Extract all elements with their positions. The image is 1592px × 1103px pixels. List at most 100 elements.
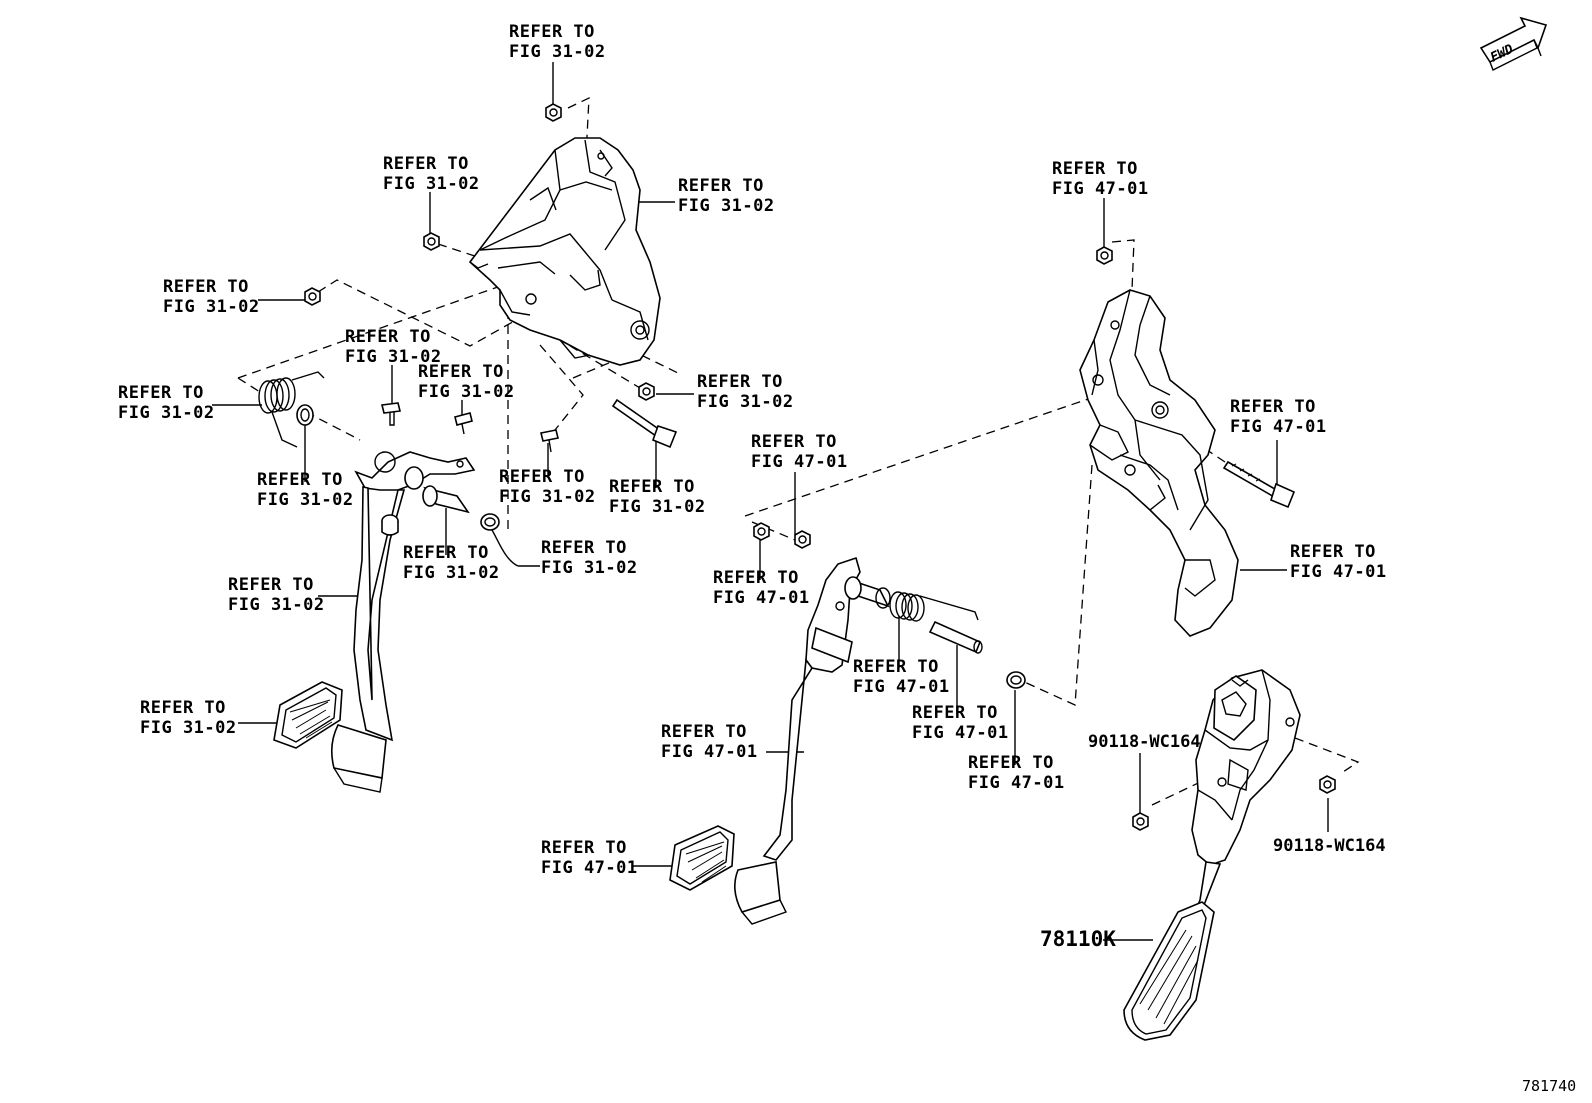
long-bolt-right xyxy=(1222,460,1296,509)
assist-spring xyxy=(889,591,979,622)
pedal-stop-collar xyxy=(381,514,399,536)
svg-text:REFER TO: REFER TO xyxy=(697,372,783,392)
pedal-bracket-top xyxy=(468,137,661,366)
svg-text:FIG 31-02: FIG 31-02 xyxy=(678,196,775,216)
svg-text:REFER TO: REFER TO xyxy=(678,176,764,196)
svg-text:REFER TO: REFER TO xyxy=(541,538,627,558)
svg-text:FIG 31-02: FIG 31-02 xyxy=(163,297,260,317)
brake-pedal-pad xyxy=(273,681,343,749)
svg-text:FIG 31-02: FIG 31-02 xyxy=(697,392,794,412)
svg-text:REFER TO: REFER TO xyxy=(968,753,1054,773)
svg-text:REFER TO: REFER TO xyxy=(383,154,469,174)
clip-pin xyxy=(381,402,401,426)
clutch-pedal-pad xyxy=(669,825,735,891)
clutch-pin xyxy=(928,620,983,654)
svg-text:REFER TO: REFER TO xyxy=(1052,159,1138,179)
svg-text:FIG 31-02: FIG 31-02 xyxy=(403,563,500,583)
svg-text:FIG 47-01: FIG 47-01 xyxy=(713,588,810,608)
bushing-ring xyxy=(296,404,314,426)
svg-text:REFER TO: REFER TO xyxy=(541,838,627,858)
assembly-dashed-lines xyxy=(237,96,1360,806)
svg-text:REFER TO: REFER TO xyxy=(713,568,799,588)
svg-text:REFER TO: REFER TO xyxy=(912,703,998,723)
nut-upper-left xyxy=(423,232,440,251)
leader-lines xyxy=(212,62,1329,941)
bushing-small xyxy=(480,513,500,531)
svg-text:REFER TO: REFER TO xyxy=(228,575,314,595)
nut-accel-left xyxy=(1132,812,1149,831)
svg-text:FIG 31-02: FIG 31-02 xyxy=(345,347,442,367)
svg-text:REFER TO: REFER TO xyxy=(418,362,504,382)
svg-text:REFER TO: REFER TO xyxy=(609,477,695,497)
svg-text:REFER TO: REFER TO xyxy=(499,467,585,487)
fwd-arrow-icon: FWD xyxy=(1479,16,1548,71)
svg-text:FIG 47-01: FIG 47-01 xyxy=(1052,179,1149,199)
clutch-pedal-arm xyxy=(734,556,861,925)
svg-text:FIG 31-02: FIG 31-02 xyxy=(257,490,354,510)
svg-text:REFER TO: REFER TO xyxy=(140,698,226,718)
nut-right-bracket xyxy=(638,382,655,401)
nut-center-b xyxy=(794,530,811,549)
svg-text:REFER TO: REFER TO xyxy=(257,470,343,490)
svg-text:REFER TO: REFER TO xyxy=(751,432,837,452)
part-number-nut-left: 90118-WC164 xyxy=(1088,732,1201,752)
bushing-center xyxy=(1006,671,1026,689)
part-number-nut-right: 90118-WC164 xyxy=(1273,836,1386,856)
stopper-bolt xyxy=(540,429,559,453)
nut-accel-right xyxy=(1319,775,1336,794)
nut-top xyxy=(545,103,562,122)
svg-text:REFER TO: REFER TO xyxy=(661,722,747,742)
part-number-accel-pedal: 78110K xyxy=(1040,927,1116,951)
pedal-shaft-pin xyxy=(422,485,470,514)
svg-text:FIG 31-02: FIG 31-02 xyxy=(383,174,480,194)
svg-text:FIG 47-01: FIG 47-01 xyxy=(751,452,848,472)
accelerator-pedal xyxy=(1123,669,1301,1041)
svg-text:FIG 31-02: FIG 31-02 xyxy=(541,558,638,578)
svg-text:FIG 47-01: FIG 47-01 xyxy=(853,677,950,697)
svg-text:FIG 47-01: FIG 47-01 xyxy=(661,742,758,762)
svg-text:FIG 31-02: FIG 31-02 xyxy=(509,42,606,62)
svg-text:REFER TO: REFER TO xyxy=(345,327,431,347)
svg-text:FIG 31-02: FIG 31-02 xyxy=(140,718,237,738)
svg-text:REFER TO: REFER TO xyxy=(1290,542,1376,562)
nut-center-a xyxy=(753,522,770,541)
svg-text:FIG 31-02: FIG 31-02 xyxy=(418,382,515,402)
clutch-pivot-sleeve xyxy=(844,576,891,609)
svg-text:FIG 31-02: FIG 31-02 xyxy=(499,487,596,507)
svg-text:FIG 47-01: FIG 47-01 xyxy=(912,723,1009,743)
svg-text:FIG 47-01: FIG 47-01 xyxy=(1230,417,1327,437)
svg-text:REFER TO: REFER TO xyxy=(509,22,595,42)
long-bolt xyxy=(611,398,678,449)
svg-text:FIG 31-02: FIG 31-02 xyxy=(118,403,215,423)
illustration-id: 781740 xyxy=(1522,1077,1576,1095)
svg-text:REFER TO: REFER TO xyxy=(163,277,249,297)
nut-bracket-right-top xyxy=(1096,246,1113,265)
svg-text:FIG 47-01: FIG 47-01 xyxy=(1290,562,1387,582)
